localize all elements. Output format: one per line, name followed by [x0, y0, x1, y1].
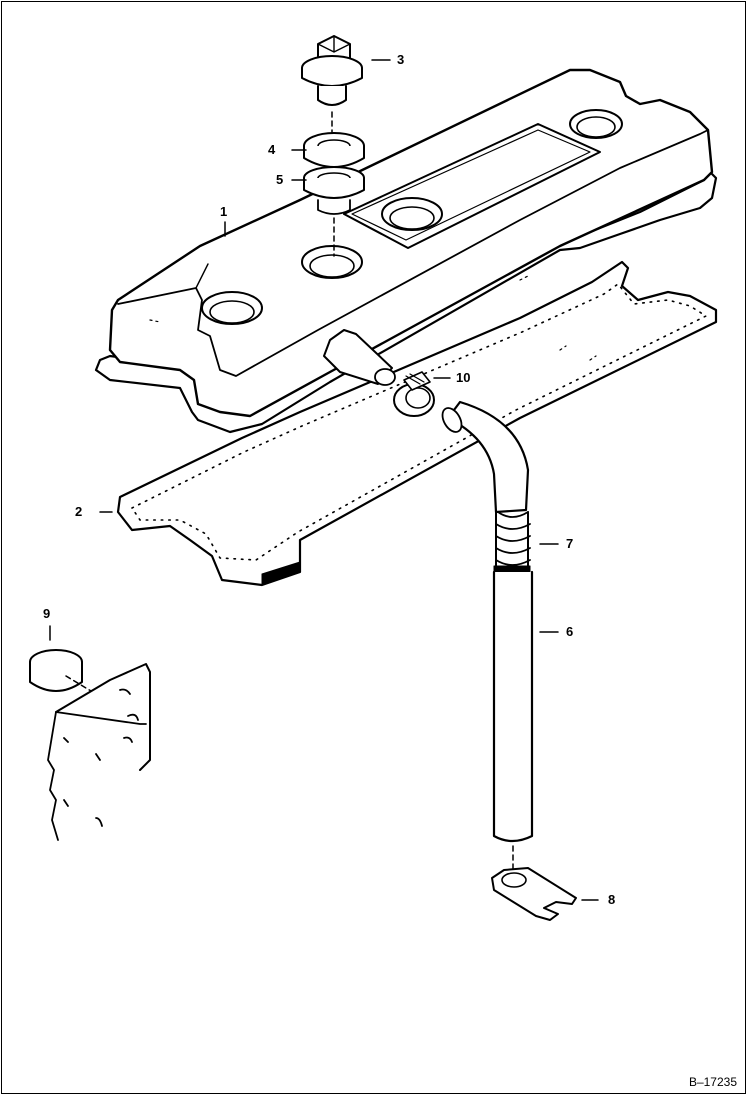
- callout-9: 9: [43, 606, 51, 621]
- grommet-part: [303, 132, 365, 168]
- engine-block-part: [47, 663, 151, 841]
- callout-6: 6: [566, 624, 574, 639]
- plug-cap-part: [29, 649, 97, 695]
- bracket-part: [491, 867, 577, 921]
- callout-3: 3: [397, 52, 405, 67]
- callout-8: 8: [608, 892, 616, 907]
- rocker-cover-part: [94, 68, 718, 434]
- breather-hose-part: [441, 400, 531, 577]
- callout-5: 5: [276, 172, 284, 187]
- leader-lines: [49, 59, 599, 901]
- callout-10: 10: [456, 370, 471, 385]
- gasket-part: [116, 260, 718, 587]
- seal-part: [303, 166, 365, 257]
- breather-tube-part: [492, 570, 534, 873]
- bolt-part: [301, 35, 363, 133]
- callout-4: 4: [268, 142, 276, 157]
- hose-clamp-part: [393, 371, 435, 417]
- callout-2: 2: [75, 504, 83, 519]
- callout-7: 7: [566, 536, 574, 551]
- figure-id-label: B–17235: [688, 1075, 737, 1089]
- callout-1: 1: [220, 204, 228, 219]
